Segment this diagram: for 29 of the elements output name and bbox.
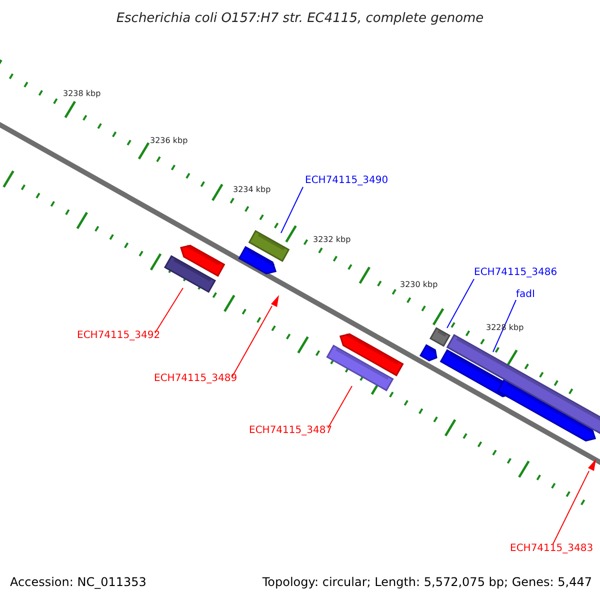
gene-feature <box>446 334 600 434</box>
leader-line <box>154 288 184 334</box>
gene-label: ECH74115_3492 <box>77 331 160 341</box>
leader-line <box>280 186 304 234</box>
gene-marker <box>588 459 596 471</box>
leader-line <box>232 306 272 378</box>
leader-line <box>552 470 590 544</box>
gene-label: ECH74115_3483 <box>510 544 594 554</box>
gene-label: ECH74115_3486 <box>474 268 558 278</box>
genome-summary-text: Topology: circular; Length: 5,572,075 bp; Genes: 5,447 <box>262 576 592 588</box>
leader-line <box>328 386 352 428</box>
diagram-title: Escherichia coli O157:H7 str. EC4115, complete genome <box>115 12 485 25</box>
tick-label: 3238 kbp <box>63 90 101 98</box>
tick-label: 3236 kbp <box>150 137 188 145</box>
gene-label: fadI <box>516 290 535 300</box>
gene-feature <box>429 327 451 347</box>
tick-label: 3232 kbp <box>313 236 351 244</box>
leader-line <box>446 278 474 328</box>
gene-label: ECH74115_3489 <box>154 374 238 384</box>
gene-label: ECH74115_3487 <box>249 426 332 436</box>
tick-label: 3234 kbp <box>233 186 271 194</box>
gene-feature <box>248 230 290 262</box>
accession-text: Accession: NC_011353 <box>10 576 146 588</box>
tick-label: 3230 kbp <box>400 281 438 289</box>
gene-feature <box>164 255 216 293</box>
leader-line <box>492 300 516 352</box>
gene-feature <box>326 344 394 392</box>
gene-label: ECH74115_3490 <box>305 176 388 186</box>
gene-marker <box>271 295 279 307</box>
